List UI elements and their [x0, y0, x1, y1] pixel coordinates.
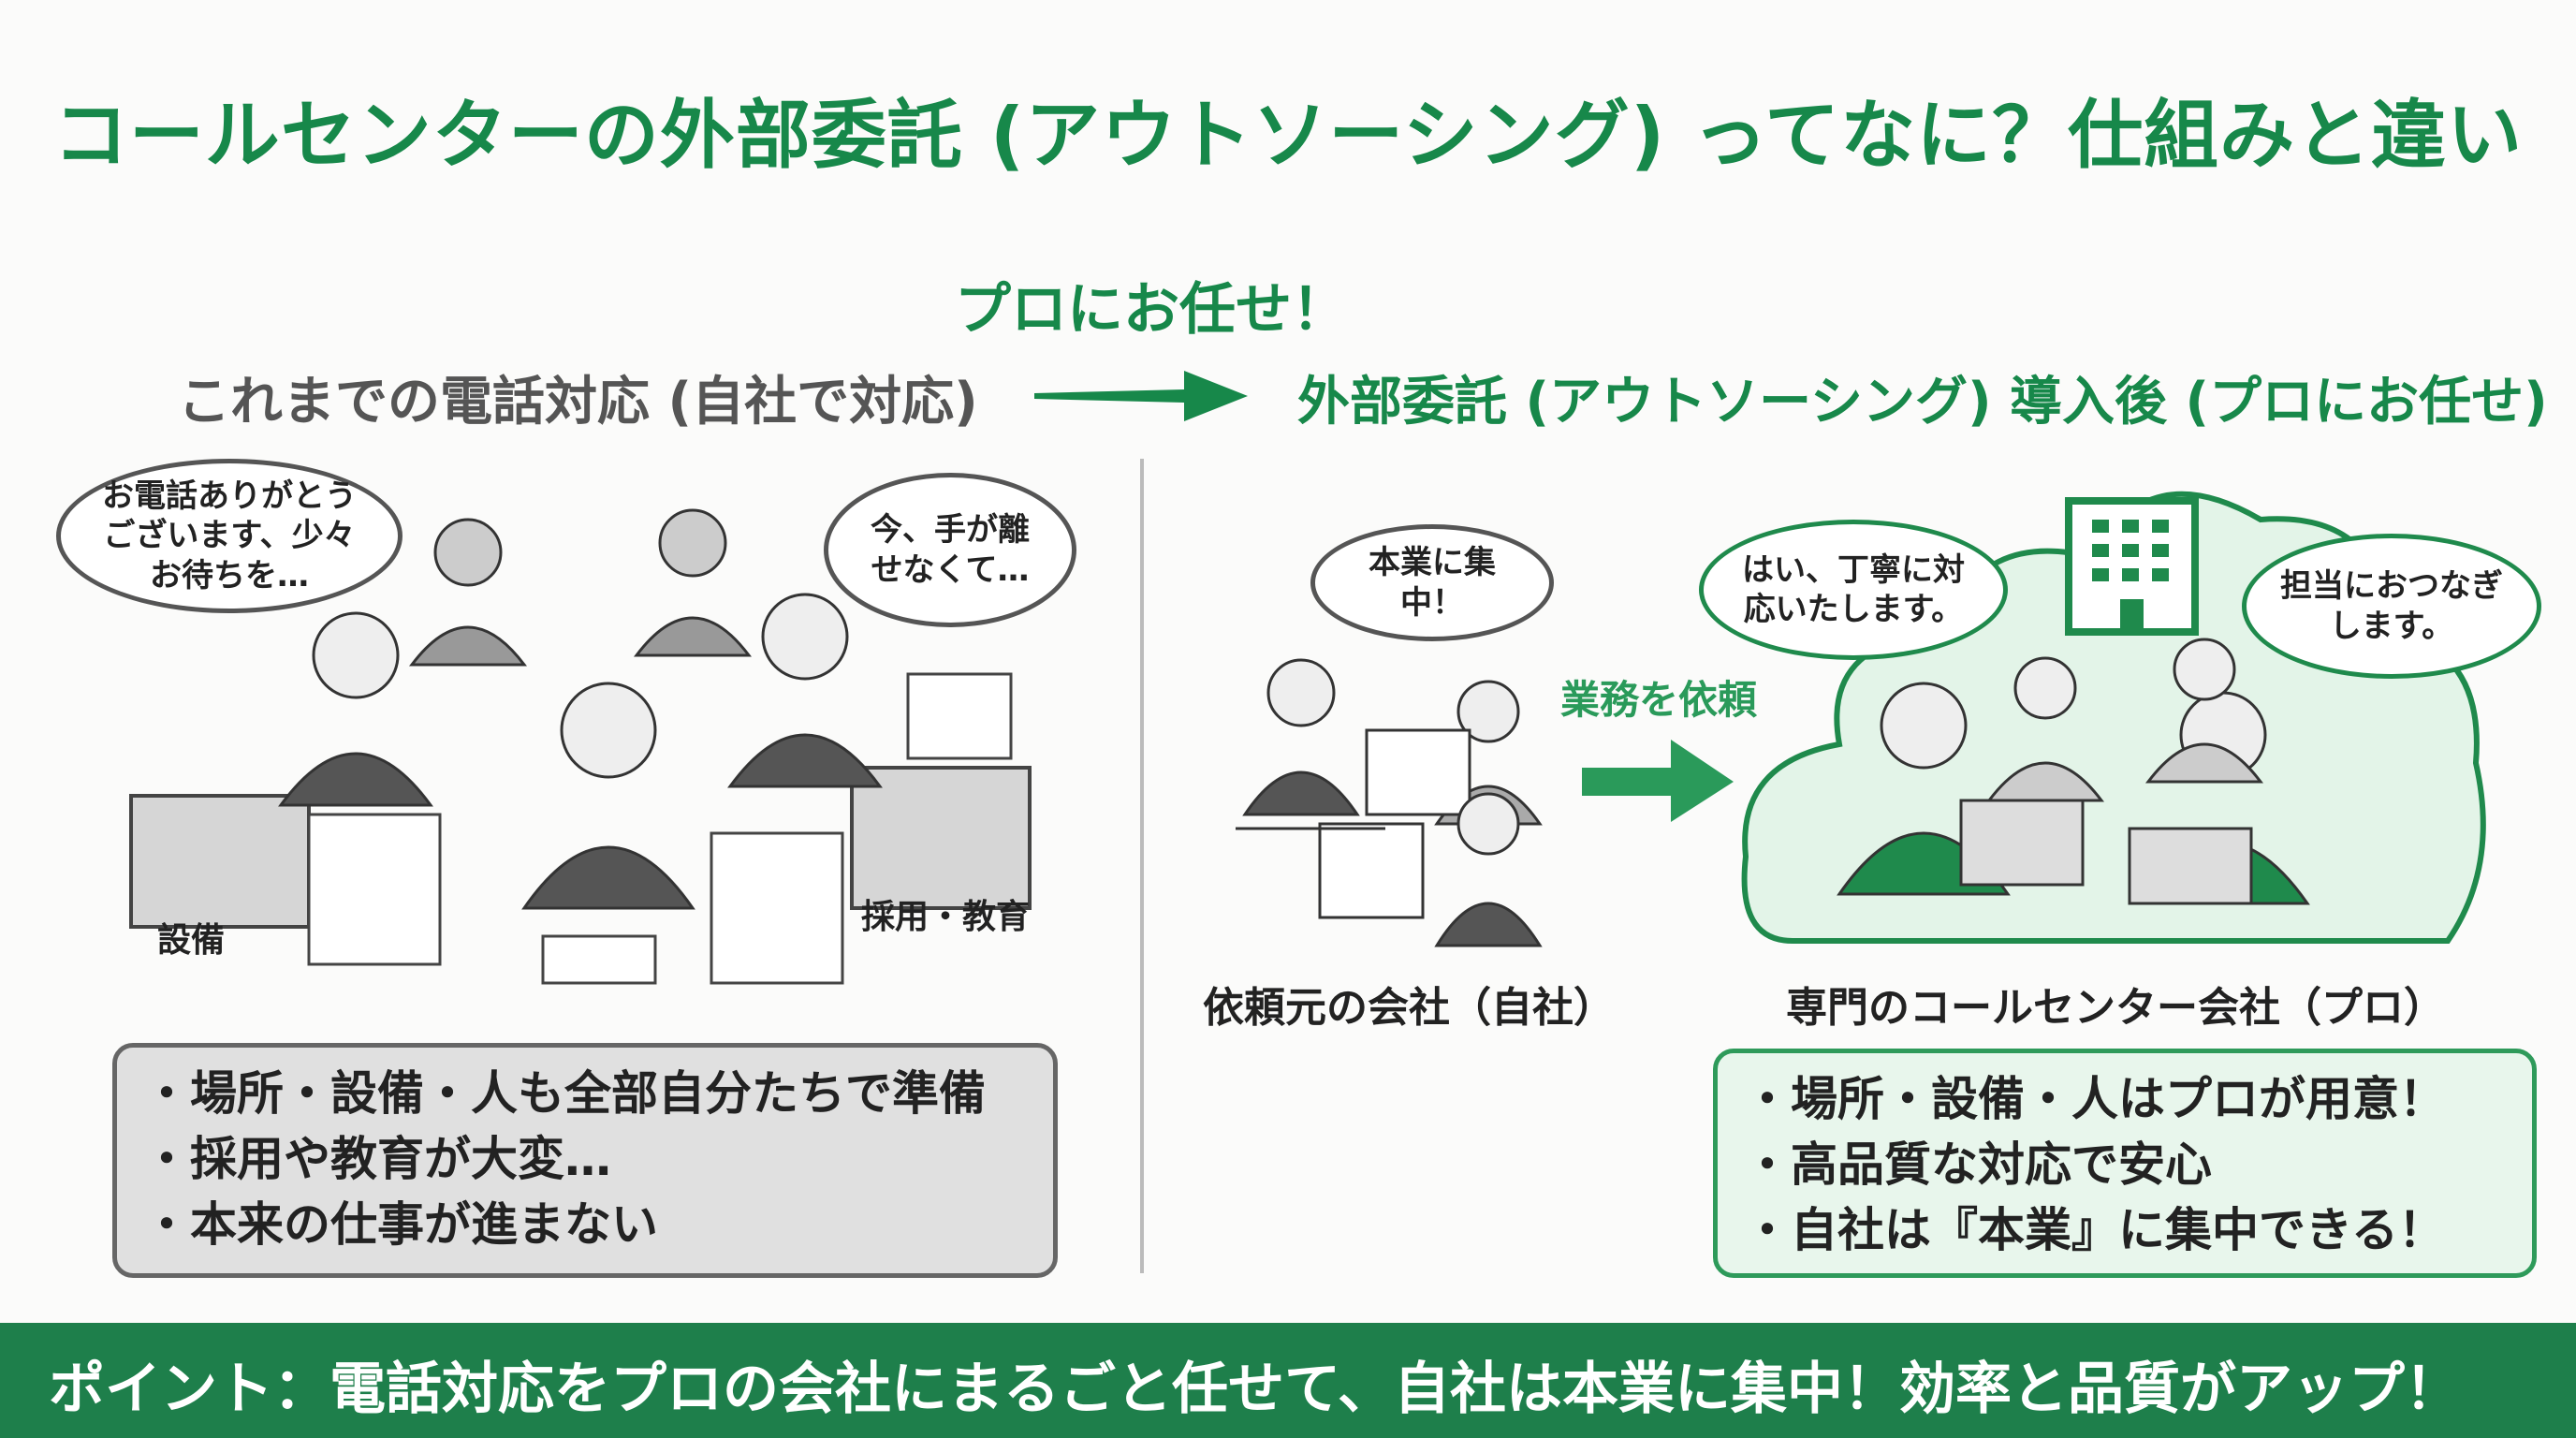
point-item: ・高品質な対応で安心	[1744, 1137, 2212, 1192]
speech-bubble: 今、手が離せなくて…	[824, 473, 1076, 627]
right-heading: 外部委託 (アウトソーシング) 導入後 (プロにお任せ)	[1297, 372, 2548, 433]
recruit-label: 採用・教育	[861, 898, 1031, 936]
point-item: ・場所・設備・人も全部自分たちで準備	[143, 1066, 986, 1121]
point-item: ・採用や教育が大変…	[143, 1132, 611, 1186]
busy-office-illustration	[129, 508, 1032, 985]
client-office-illustration	[1236, 658, 1543, 947]
footer-point-bar: ポイント：電話対応をプロの会社にまるごと任せて、自社は本業に集中！効率と品質がア…	[0, 1323, 2576, 1438]
worker-figures	[278, 508, 883, 910]
operator-figures	[1837, 638, 2310, 905]
speech-bubble: お電話ありがとうございます、少々お待ちを…	[56, 459, 402, 613]
speech-bubble: 担当におつなぎします。	[2242, 534, 2541, 679]
equipment-label: 設備	[157, 921, 226, 960]
recruit-box	[850, 766, 1032, 910]
divider	[1140, 459, 1144, 1273]
point-item: ・場所・設備・人はプロが用意！	[1744, 1072, 2446, 1126]
before-points-box: ・場所・設備・人も全部自分たちで準備 ・採用や教育が大変… ・本来の仕事が進まな…	[112, 1043, 1058, 1278]
speech-bubble: はい、丁寧に対応いたします。	[1699, 520, 2008, 660]
speech-bubble: 本業に集中！	[1310, 524, 1554, 641]
point-item: ・自社は『本業』に集中できる！	[1744, 1203, 2445, 1257]
building-icon	[2065, 497, 2199, 636]
point-item: ・本来の仕事が進まない	[143, 1197, 658, 1252]
page-title: コールセンターの外部委託 (アウトソーシング) ってなに？仕組みと違い	[52, 92, 2524, 179]
left-heading: これまでの電話対応 (自社で対応)	[178, 372, 978, 433]
after-points-box: ・場所・設備・人はプロが用意！ ・高品質な対応で安心 ・自社は『本業』に集中でき…	[1713, 1049, 2537, 1278]
pro-caption: 専門のコールセンター会社（プロ）	[1786, 984, 2445, 1032]
equipment-box	[129, 794, 311, 929]
arrow-right-icon	[1034, 371, 1248, 421]
client-caption: 依頼元の会社（自社）	[1203, 984, 1615, 1032]
arrow-right-icon	[1582, 740, 1734, 822]
request-label: 業務を依頼	[1560, 677, 1758, 723]
subtitle: プロにお任せ！	[955, 277, 1348, 343]
